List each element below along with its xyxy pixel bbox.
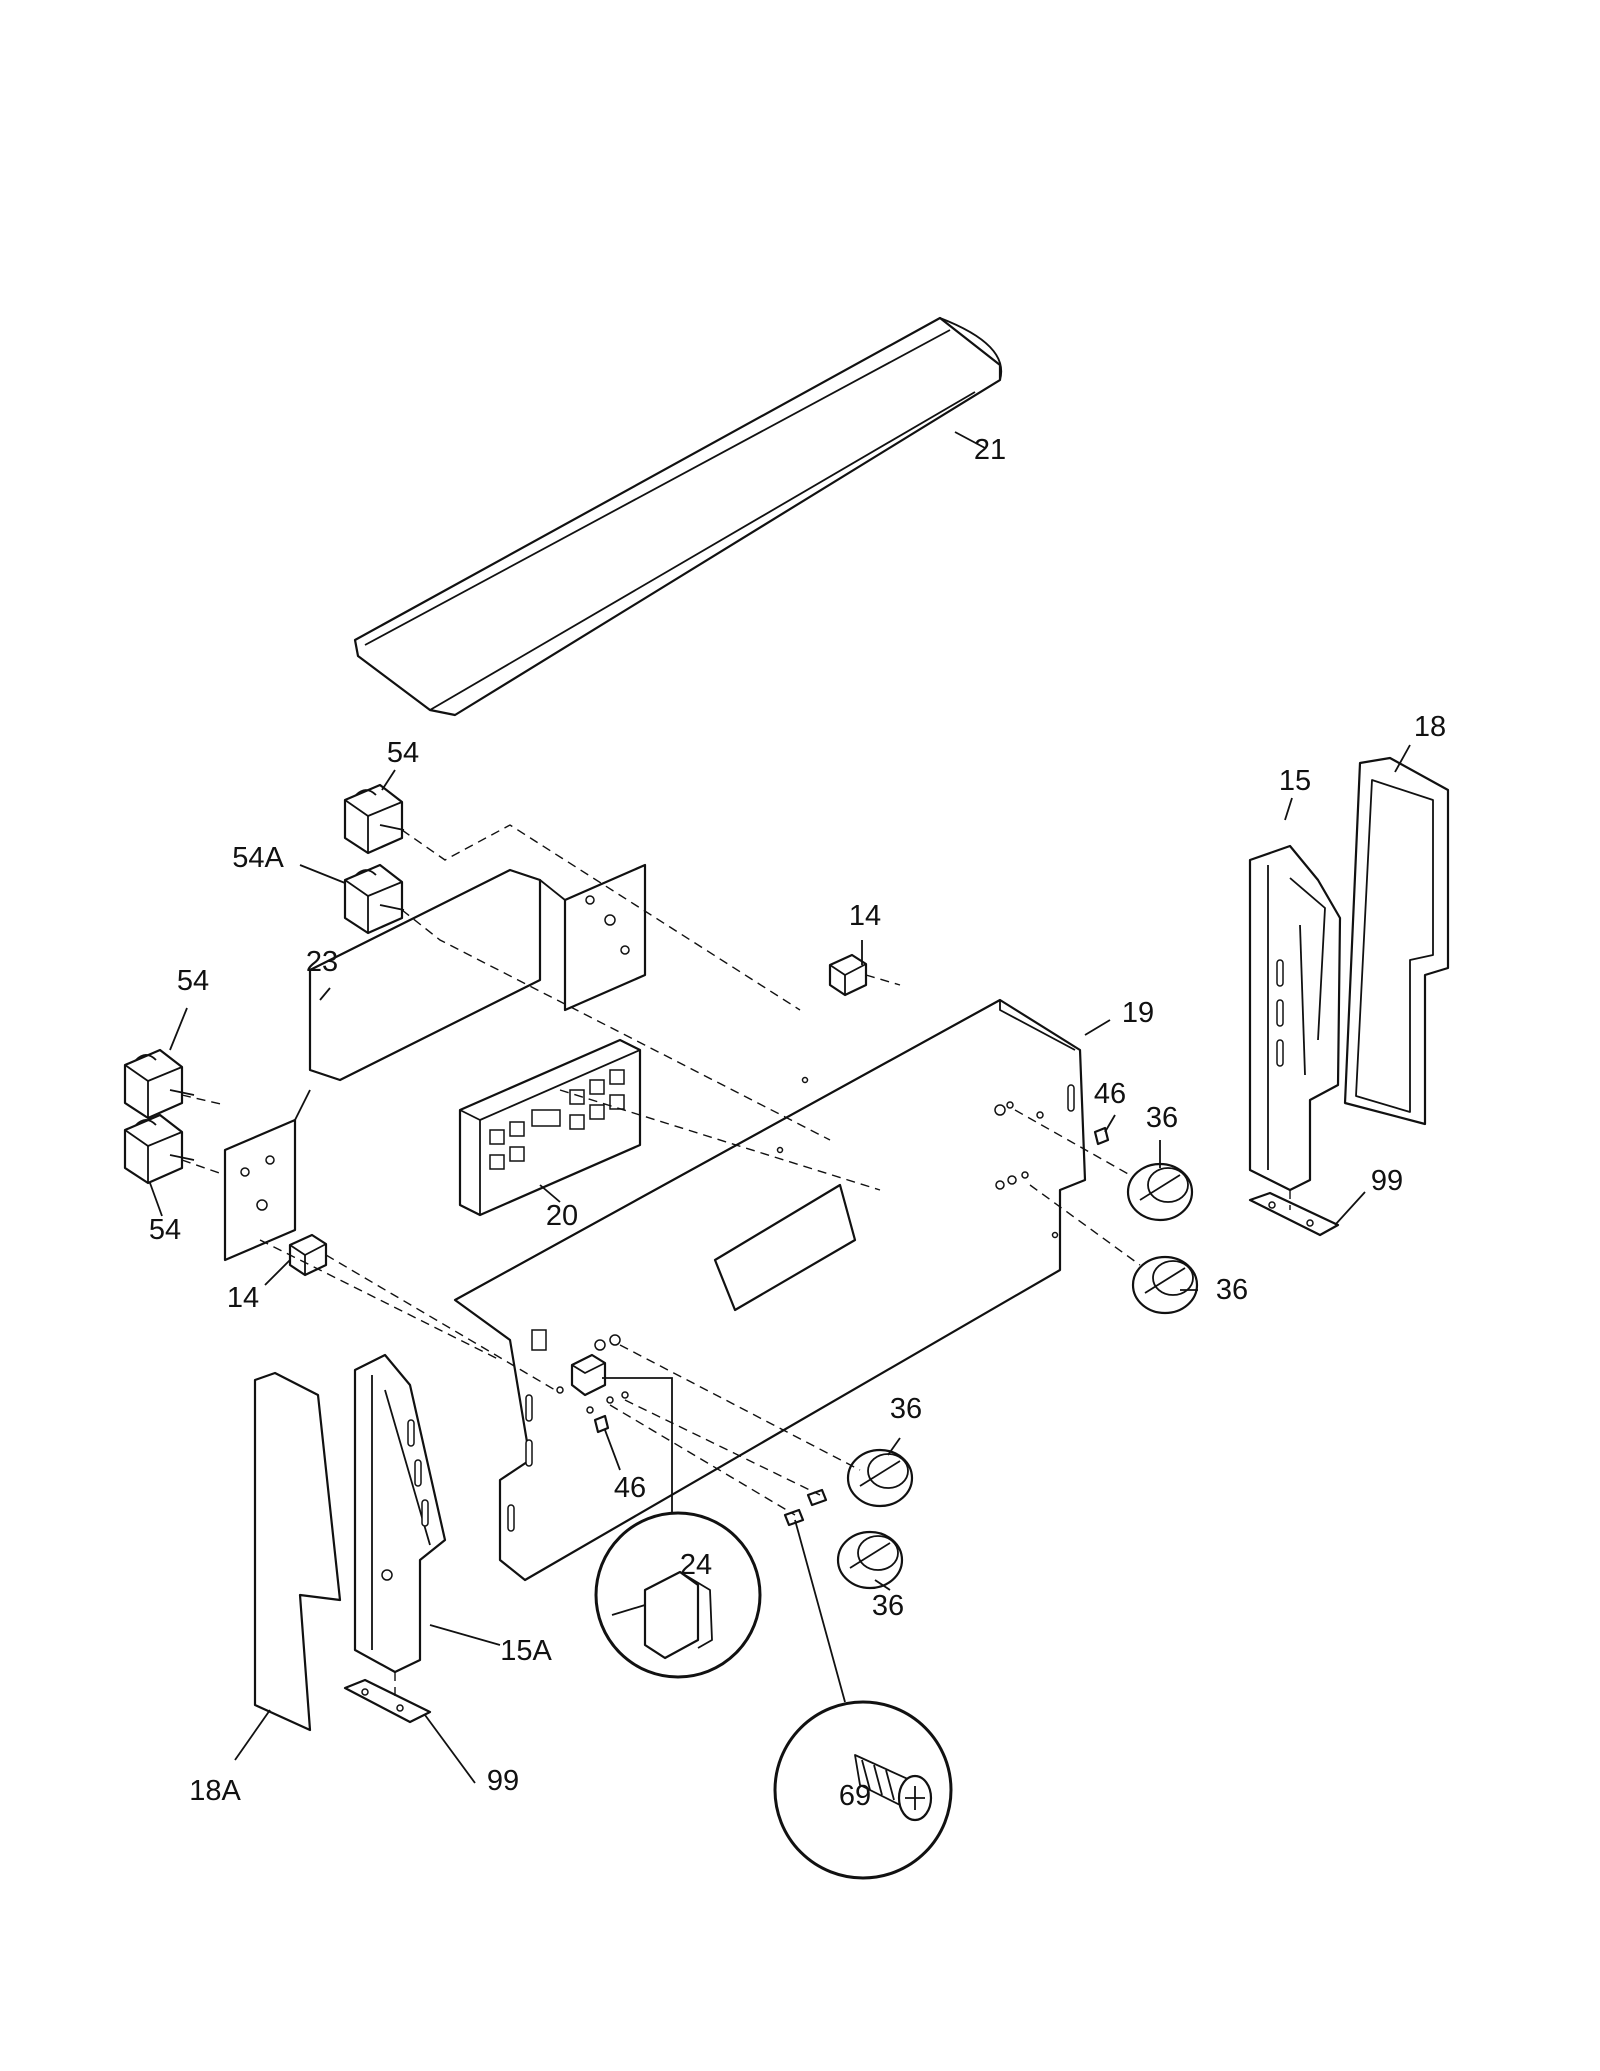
part-54-left-switch-upper (123, 1048, 195, 1120)
part-19-control-panel (453, 998, 1087, 1582)
callout-69: 69 (839, 1780, 871, 1812)
callout-labels: 21 18 15 54 54A 14 23 54 19 46 36 99 20 … (149, 434, 1446, 1812)
callout-46-front: 46 (614, 1472, 646, 1504)
assembly-lines (181, 824, 1291, 1700)
callout-54a: 54A (232, 842, 284, 874)
callout-24: 24 (680, 1549, 712, 1581)
callout-18: 18 (1414, 711, 1446, 743)
callout-99-right: 99 (1371, 1165, 1403, 1197)
callout-14-right: 14 (849, 900, 881, 932)
part-99-left-foot (343, 1678, 432, 1724)
part-36-knob-front-upper (846, 1448, 914, 1508)
callout-54-left: 54 (177, 965, 209, 997)
callout-46-right: 46 (1094, 1078, 1126, 1110)
part-54-top-switch (343, 783, 405, 855)
callout-99-left: 99 (487, 1765, 519, 1797)
part-20-electronic-control (458, 1038, 642, 1217)
callout-36-right-top: 36 (1146, 1102, 1178, 1134)
callout-54-bottom: 54 (149, 1214, 181, 1246)
part-69-screws (783, 1488, 828, 1527)
callout-20: 20 (546, 1200, 578, 1232)
part-36-knob-right-lower (1131, 1255, 1199, 1315)
callout-15a: 15A (500, 1635, 552, 1667)
callout-36-right-bottom: 36 (1216, 1274, 1248, 1306)
part-54a-switch (343, 863, 405, 935)
part-18-right-end-cap (1343, 756, 1450, 1126)
callout-36-front-bottom: 36 (872, 1590, 904, 1622)
callout-36-front-top: 36 (890, 1393, 922, 1425)
callout-21: 21 (974, 434, 1006, 466)
callout-23: 23 (306, 946, 338, 978)
part-36-knob-front-lower (836, 1530, 904, 1590)
part-18a-left-end-cap (253, 1371, 342, 1732)
part-46-right-fastener (1093, 1126, 1110, 1146)
zoom-detail-69 (773, 1519, 953, 1880)
callout-19: 19 (1122, 997, 1154, 1029)
callout-18a: 18A (189, 1775, 241, 1807)
part-14-right-switch (828, 953, 868, 997)
part-54-left-switch-lower (123, 1113, 195, 1185)
part-21-top-trim (353, 316, 1003, 717)
part-24-rocker-switch (570, 1353, 607, 1397)
part-14-left-switch (288, 1233, 328, 1277)
callout-54-top: 54 (387, 737, 419, 769)
zoom-detail-24 (594, 1377, 762, 1679)
part-15-right-bracket (1248, 844, 1342, 1192)
part-46-front-fastener (593, 1414, 610, 1434)
callout-15: 15 (1279, 765, 1311, 797)
leader-lines (149, 431, 1411, 1784)
part-23-control-bracket (223, 863, 647, 1262)
part-15a-left-bracket (353, 1353, 447, 1674)
callout-14-left: 14 (227, 1282, 259, 1314)
part-36-knob-right-upper (1126, 1162, 1194, 1222)
part-99-right-foot (1248, 1191, 1340, 1237)
